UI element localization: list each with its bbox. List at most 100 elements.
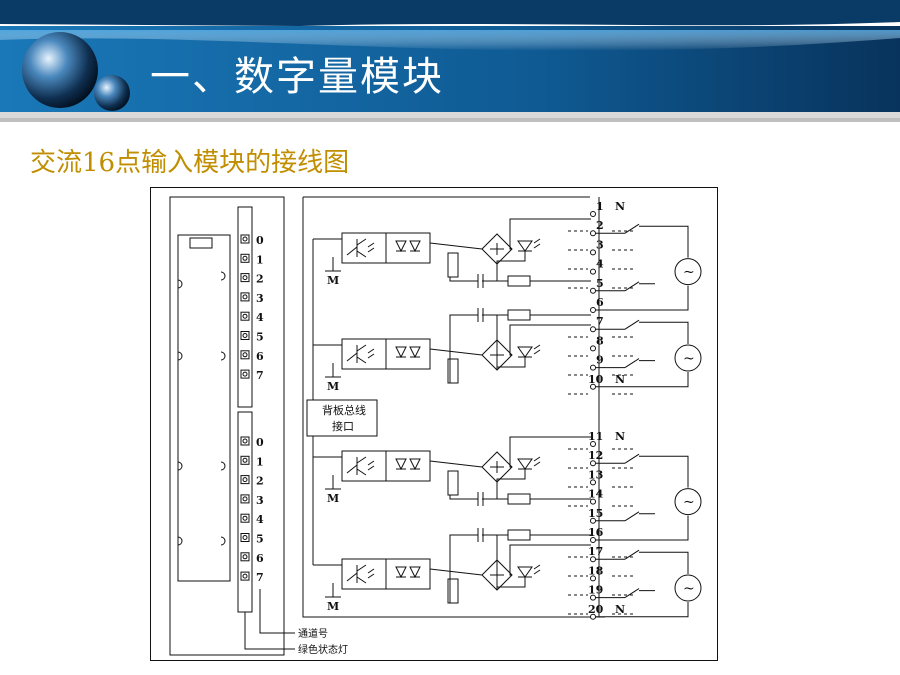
terminal-number: 20 (588, 603, 604, 616)
diagram-frame (150, 187, 718, 661)
status-led (240, 234, 250, 244)
terminal-point (590, 211, 596, 217)
terminal-number: 1 (596, 200, 604, 213)
ground-icon (325, 257, 341, 272)
channel-number: 7 (256, 571, 264, 584)
switch-wire (596, 321, 689, 344)
backplane-label-line2: 接口 (332, 420, 354, 433)
decorative-sphere-large-icon (22, 32, 98, 108)
channel-number: 6 (256, 552, 264, 565)
terminal-number: 5 (596, 277, 604, 290)
terminal-point (590, 537, 596, 543)
resistor-icon (447, 470, 459, 496)
switch-wire (596, 283, 655, 292)
terminal-point (590, 575, 596, 582)
switch-contact-icon (624, 223, 640, 234)
callout-channel-number: 通道号 (298, 627, 328, 640)
terminal-number: 12 (588, 449, 603, 462)
light-arrow-icon (367, 568, 375, 579)
switch-wire (596, 590, 655, 599)
input-led-icon (517, 566, 533, 578)
status-led (240, 292, 250, 302)
ground-label: M (327, 274, 339, 287)
terminal-point (590, 249, 596, 256)
terminal-point (590, 326, 596, 333)
terminal-point (590, 307, 596, 313)
channel-number: 0 (256, 234, 264, 247)
status-led-dot (242, 515, 248, 521)
neutral-label: N (615, 200, 625, 213)
status-led (240, 533, 250, 542)
input-led-icon (517, 458, 533, 470)
switch-contact-icon (624, 281, 640, 292)
diode-icon (395, 458, 407, 471)
status-led (240, 436, 250, 446)
terminal-point (590, 345, 596, 352)
channel-number: 2 (256, 273, 264, 286)
diode-icon (395, 566, 407, 579)
ac-source-icon (674, 488, 702, 516)
resistor-icon (507, 309, 531, 321)
neutral-label: N (615, 430, 625, 443)
diode-icon (409, 346, 421, 359)
channel-number: 6 (256, 350, 264, 363)
ac-source-icon (674, 344, 702, 372)
backplane-interface-box (306, 399, 378, 437)
terminal-point (590, 287, 596, 294)
channel-number: 3 (256, 494, 264, 507)
status-led-dot (242, 352, 248, 358)
channel-number: 4 (256, 311, 264, 324)
switch-wire (596, 551, 689, 574)
status-led (240, 552, 250, 562)
channel-number: 0 (256, 436, 264, 449)
channel-number: 3 (256, 292, 264, 305)
terminal-number: 6 (596, 296, 604, 309)
switch-contact-icon (624, 549, 640, 560)
phototransistor-icon (346, 344, 367, 364)
resistor-icon (447, 358, 459, 384)
terminal-point (590, 517, 596, 524)
switch-contact-icon (624, 588, 640, 599)
terminal-number: 14 (588, 488, 604, 501)
neutral-wire (596, 372, 689, 388)
ac-source-icon (674, 574, 702, 602)
terminal-point (590, 613, 596, 620)
channel-number: 4 (256, 513, 264, 526)
channel-number: 5 (256, 331, 264, 344)
terminal-number: 18 (588, 564, 604, 577)
terminal-number: 19 (588, 584, 603, 597)
terminal-point (590, 460, 596, 467)
terminal-number: 3 (596, 238, 604, 251)
ac-source-icon (674, 258, 702, 286)
callout-status-led: 绿色状态灯 (298, 643, 348, 656)
terminal-number: 9 (596, 354, 604, 367)
status-led-dot (242, 496, 248, 502)
schematic-frame (302, 197, 605, 618)
terminal-point (590, 268, 596, 275)
status-led (240, 253, 250, 263)
terminal-point (590, 441, 596, 447)
channel-number: 2 (256, 475, 264, 488)
status-led-column-1 (240, 234, 250, 379)
ground-icon (325, 363, 341, 378)
status-led (240, 311, 250, 321)
phototransistor-icon (346, 564, 367, 584)
switch-wire (596, 455, 689, 488)
ground-icon (325, 475, 341, 490)
terminal-number: 17 (588, 545, 603, 558)
status-led-dot (242, 371, 248, 377)
backplane-label-line1: 背板总线 (322, 403, 366, 417)
ground-label: M (327, 600, 339, 613)
status-led-dot (242, 477, 248, 483)
header-banner (0, 0, 900, 122)
status-led-dot (242, 294, 248, 300)
channel-number: 1 (256, 253, 264, 266)
status-led-dot (242, 535, 248, 540)
resistor-icon (447, 578, 459, 604)
ac-source-symbol: ~ (683, 351, 695, 367)
callout-line-led (244, 612, 295, 650)
phototransistor-icon (346, 456, 367, 476)
